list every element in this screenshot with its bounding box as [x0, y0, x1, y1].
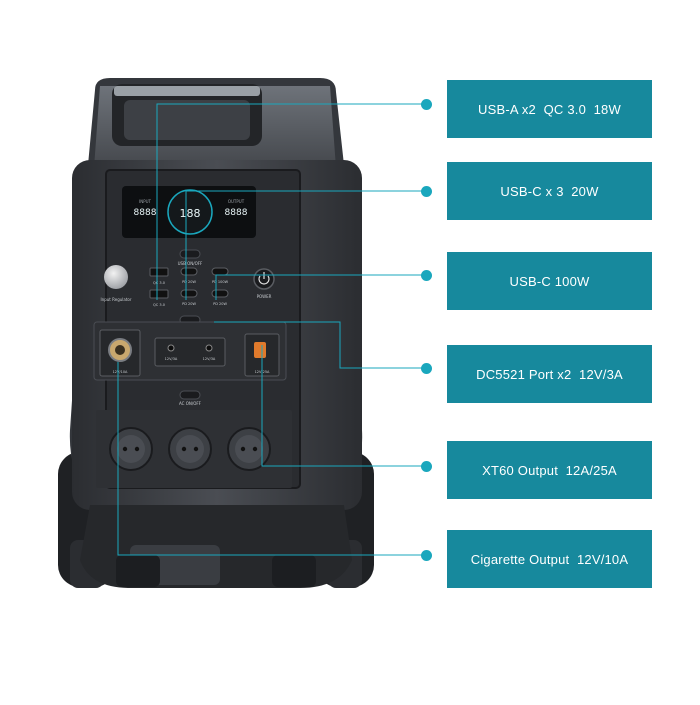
callout-dot-2	[421, 186, 432, 197]
display-left-value: 8888	[134, 208, 157, 218]
callout-dot-3	[421, 270, 432, 281]
ac-switch-label: AC ON/OFF	[179, 401, 202, 406]
front-panel: 188 8888 8888 INPUT OUTPUT USB ON/OFF In…	[93, 169, 301, 489]
display-right-value: 8888	[225, 208, 248, 218]
cig-label: 12V/10A	[113, 370, 128, 374]
callout-lines	[117, 103, 426, 556]
callout-dc5521: DC5521 Port x2 12V/3A	[447, 345, 652, 403]
callout-dot-4	[421, 363, 432, 374]
callout-usb-c-20w: USB-C x 3 20W	[447, 162, 652, 220]
dc-port-label-1: 12V/3A	[165, 357, 178, 361]
callout-usb-c-100w: USB-C 100W	[447, 252, 652, 310]
pd100-label: PD 100W	[212, 280, 229, 284]
display-right-label: OUTPUT	[228, 199, 245, 204]
pd20-label-1: PD 20W	[182, 280, 196, 284]
callout-cigarette: Cigarette Output 12V/10A	[447, 530, 652, 588]
display-center-value: 188	[180, 207, 201, 220]
callout-dot-5	[421, 461, 432, 472]
pd20-label-3: PD 20W	[213, 302, 227, 306]
qc-label-1: QC 3.0	[153, 281, 165, 285]
dc-port-label-2: 12V/3A	[203, 357, 216, 361]
qc-label-2: QC 3.0	[153, 303, 165, 307]
callout-xt60: XT60 Output 12A/25A	[447, 441, 652, 499]
handle	[112, 84, 262, 146]
usb-switch-label: USB ON/OFF	[178, 261, 203, 266]
callout-dot-6	[421, 550, 432, 561]
knob-label: Input Regulator	[101, 297, 132, 302]
callout-dot-1	[421, 99, 432, 110]
power-label: POWER	[257, 294, 272, 299]
callout-usb-a: USB-A x2 QC 3.0 18W	[447, 80, 652, 138]
input-regulator-knob	[104, 265, 128, 289]
display-left-label: INPUT	[139, 199, 152, 204]
pd20-label-2: PD 20W	[182, 302, 196, 306]
